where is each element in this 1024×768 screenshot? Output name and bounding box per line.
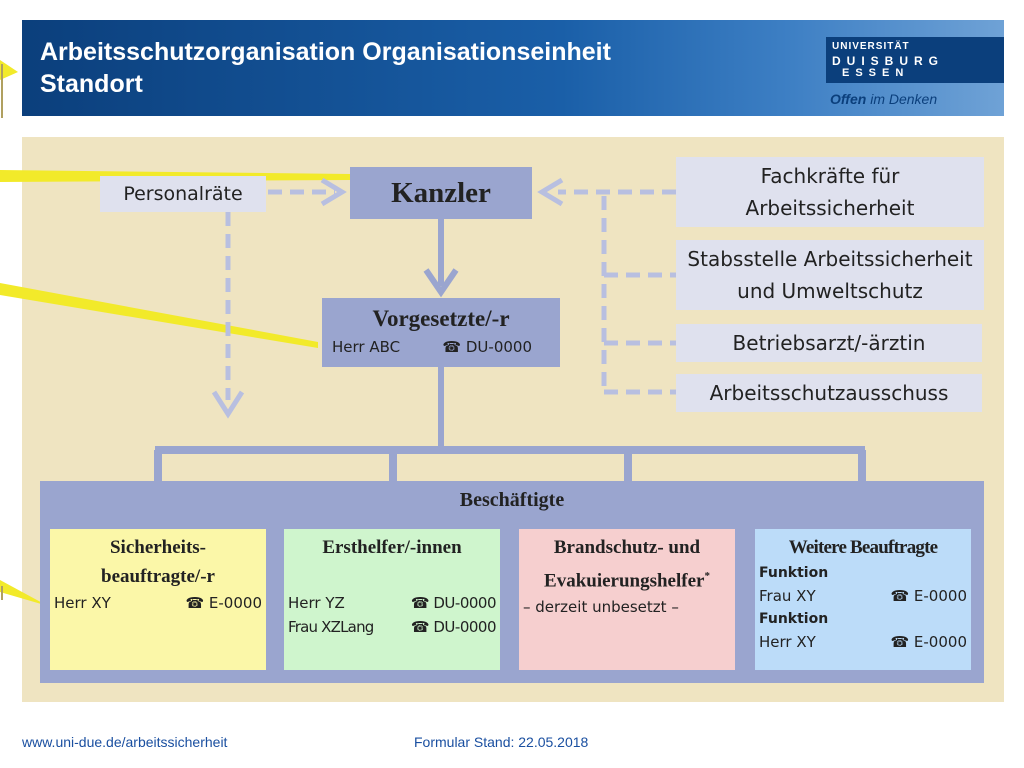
page-title: Arbeitsschutzorganisation Organisationse… [40,38,611,98]
arrowhead-personalrat-down [211,390,245,419]
weitere-name-1: Frau XY [759,587,816,605]
arrowhead-kanzler-right [537,177,564,207]
slogan: Offen im Denken [830,91,938,107]
weitere-function-1: Funktion [759,565,829,581]
vorgesetzte-phone: ☎ DU-0000 [442,338,532,356]
arrowhead-vorgesetzte [423,268,459,298]
weitere-phone-1: ☎ E-0000 [890,587,967,605]
ersthelfer-phone-1: ☎ DU-0000 [410,594,497,612]
ersthelfer-phone-2: ☎ DU-0000 [410,618,497,636]
pointer-sicherheit [0,580,48,606]
footer-url-link[interactable]: www.uni-due.de/arbeitssicherheit [22,734,228,750]
sicherheit-name: Herr XY [54,594,111,612]
card-brandschutz: Brandschutz- und Evakuierungshelfer* – d… [519,529,735,670]
footer-stand: Formular Stand: 22.05.2018 [414,734,589,750]
node-betriebsarzt: Betriebsarzt/-ärztin [676,324,982,362]
sicherheit-phone: ☎ E-0000 [185,594,262,612]
phone-icon: ☎ [442,338,462,356]
phone-icon: ☎ [890,587,910,605]
pointer-title [0,60,18,80]
node-ausschuss: Arbeitsschutzausschuss [676,374,982,412]
node-stabsstelle: Stabsstelle Arbeitssicherheit und Umwelt… [676,240,984,310]
university-logo: UNIVERSITÄT DUISBURG ESSEN [826,37,1004,83]
pointer-vorgesetzte [0,283,318,348]
ersthelfer-name-2: Frau XZLang [288,618,374,636]
node-kanzler: Kanzler [350,167,532,219]
phone-icon: ☎ [410,618,430,636]
phone-icon: ☎ [185,594,205,612]
ersthelfer-name-1: Herr YZ [288,594,345,612]
weitere-function-2: Funktion [759,611,829,627]
phone-icon: ☎ [410,594,430,612]
card-ersthelfer: Ersthelfer/-innen Herr YZ ☎ DU-0000 Frau… [284,529,500,670]
arrowhead-kanzler-left [320,177,347,207]
node-personalraete: Personalräte [100,176,266,212]
card-sicherheitsbeauftragte: Sicherheits- beauftragte/-r Herr XY ☎ E-… [50,529,266,670]
phone-icon: ☎ [890,633,910,651]
card-weitere-beauftragte: Weitere Beauftragte Funktion Frau XY ☎ E… [755,529,971,670]
node-fachkraefte: Fachkräfte für Arbeitssicherheit [676,157,984,227]
weitere-phone-2: ☎ E-0000 [890,633,967,651]
brandschutz-note: – derzeit unbesetzt – [523,598,679,617]
vorgesetzte-name: Herr ABC [332,338,401,356]
node-vorgesetzte: Vorgesetzte/-r Herr ABC ☎ DU-0000 [322,298,560,367]
weitere-name-2: Herr XY [759,633,816,651]
